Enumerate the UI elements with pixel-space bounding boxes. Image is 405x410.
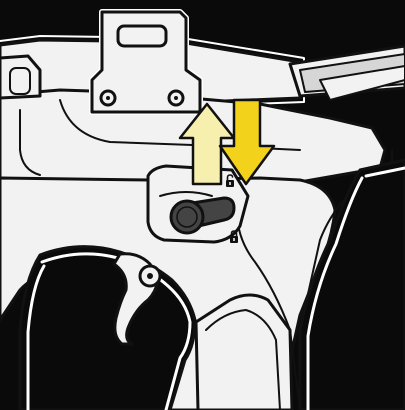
- mount-block: [92, 12, 200, 112]
- grip-lower: [196, 295, 292, 410]
- mount-slot: [118, 26, 166, 46]
- side-panel: [0, 56, 40, 98]
- safety-lever-pivot: [171, 201, 203, 233]
